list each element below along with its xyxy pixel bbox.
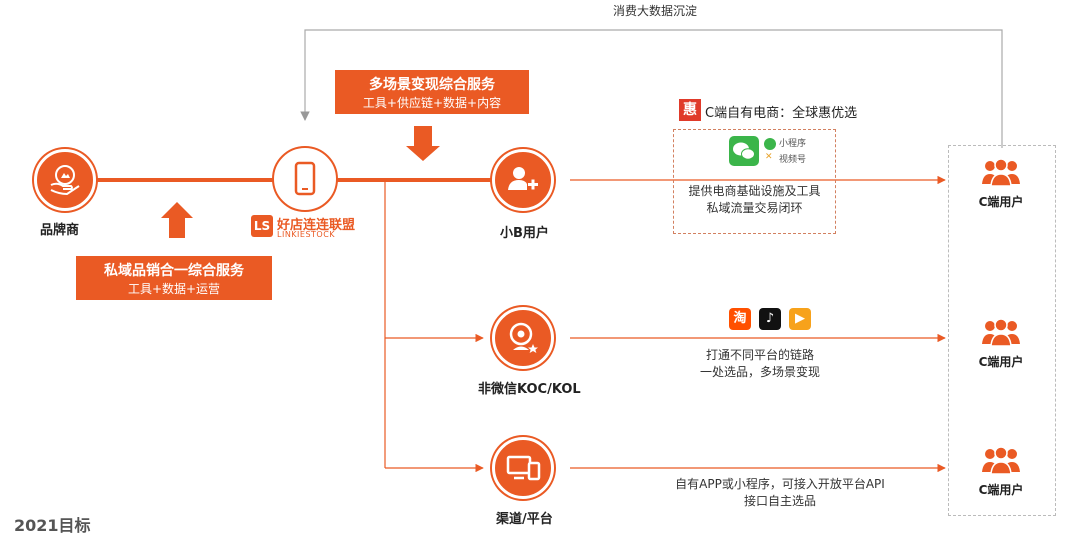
mini-program-icon <box>764 138 776 150</box>
service-left-box: 私域品销合一综合服务 工具+数据+运营 <box>76 256 272 300</box>
c-user-label: C端用户 <box>978 195 1024 209</box>
brand-label: 品牌商 <box>40 223 80 238</box>
brand-hand-icon <box>50 165 80 196</box>
koc-desc-2: 一处选品，多场景变现 <box>699 365 820 379</box>
koc-node <box>492 307 554 369</box>
brand-node <box>34 149 96 211</box>
platform-logo: LS 好店连连联盟 LINKIESTOCK <box>251 214 371 240</box>
hui-badge-icon: 惠 <box>679 99 701 121</box>
channel-node <box>492 437 554 499</box>
logo-cn: 好店连连联盟 <box>277 218 356 233</box>
user-add-icon <box>508 167 538 190</box>
webcam-icon <box>509 322 538 353</box>
service-top-title: 多场景变现综合服务 <box>369 77 495 93</box>
c-user-3: C端用户 <box>961 445 1041 498</box>
channel-desc-1: 自有APP或小程序，可接入开放平台API <box>675 477 885 491</box>
users-icon <box>982 158 1020 187</box>
loop-line <box>300 29 1003 148</box>
koc-desc-1: 打通不同平台的链路 <box>705 348 814 362</box>
users-icon <box>982 318 1020 347</box>
channels-icon: ✕ <box>765 152 773 162</box>
service-left-title: 私域品销合一综合服务 <box>104 263 244 279</box>
small-b-label: 小B用户 <box>500 226 549 241</box>
service-left-subtitle: 工具+数据+运营 <box>127 282 221 296</box>
ecom-desc-1: 提供电商基础设施及工具 <box>688 184 821 198</box>
service-top-box: 多场景变现综合服务 工具+供应链+数据+内容 <box>335 70 529 114</box>
footer-label: 2021目标 <box>14 516 91 535</box>
logo-en: LINKIESTOCK <box>277 230 336 239</box>
channels-label: 视频号 <box>779 155 807 165</box>
c-user-2: C端用户 <box>961 317 1041 370</box>
c-user-1: C端用户 <box>961 157 1041 210</box>
c-user-label: C端用户 <box>978 355 1024 369</box>
down-block-arrow <box>406 126 440 161</box>
small-b-node <box>492 149 554 211</box>
koc-label: 非微信KOC/KOL <box>478 382 581 397</box>
ecom-box: 小程序 ✕ 视频号 提供电商基础设施及工具 私域流量交易闭环 <box>673 129 836 234</box>
users-icon <box>982 446 1020 475</box>
c-users-box <box>948 145 1056 516</box>
ls-logo-icon: LS <box>251 215 273 237</box>
devices-icon <box>506 455 541 481</box>
channel-desc-2: 接口自主选品 <box>743 494 816 508</box>
up-block-arrow <box>161 202 193 238</box>
ecom-title: C端自有电商：全球惠优选 <box>705 106 858 121</box>
service-top-subtitle: 工具+供应链+数据+内容 <box>362 96 502 110</box>
kuaishou-icon: ▶ <box>789 308 811 330</box>
ecom-desc-2: 私域流量交易闭环 <box>706 201 803 215</box>
taobao-icon: 淘 <box>729 308 751 330</box>
loop-label: 消费大数据沉淀 <box>612 4 697 18</box>
platform-node <box>272 146 338 212</box>
channel-label: 渠道/平台 <box>496 512 553 527</box>
douyin-icon: ♪ <box>759 308 781 330</box>
phone-icon <box>294 161 316 196</box>
mini-program-label: 小程序 <box>779 139 807 149</box>
c-user-label: C端用户 <box>978 483 1024 497</box>
wechat-icon <box>729 136 759 166</box>
